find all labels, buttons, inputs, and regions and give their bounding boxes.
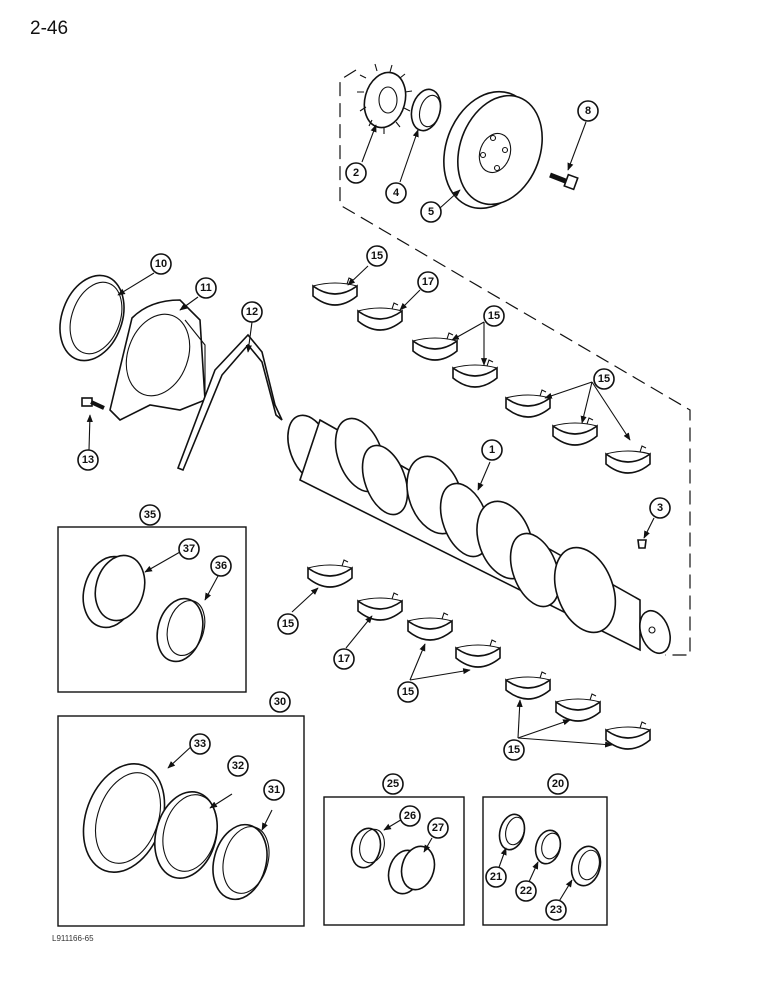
callout-26: 26 bbox=[399, 805, 421, 827]
callout-32: 32 bbox=[227, 755, 249, 777]
svg-text:10: 10 bbox=[155, 258, 167, 270]
crankshaft bbox=[287, 414, 671, 655]
svg-text:21: 21 bbox=[490, 871, 502, 883]
callout-17a: 17 bbox=[417, 271, 439, 293]
callout-15b: 15 bbox=[483, 305, 505, 327]
pulley-bolt bbox=[549, 172, 579, 191]
kit-box-20 bbox=[482, 796, 608, 926]
svg-text:15: 15 bbox=[371, 250, 383, 262]
svg-text:13: 13 bbox=[82, 454, 94, 466]
callout-17b: 17 bbox=[333, 648, 355, 670]
callout-15a: 15 bbox=[366, 245, 388, 267]
callout-1: 1 bbox=[481, 439, 503, 461]
kit-box-30 bbox=[57, 715, 305, 927]
svg-text:37: 37 bbox=[183, 543, 195, 555]
svg-text:36: 36 bbox=[215, 560, 227, 572]
callout-21: 21 bbox=[485, 866, 507, 888]
callout-25: 25 bbox=[382, 773, 404, 795]
svg-text:15: 15 bbox=[282, 618, 294, 630]
svg-text:12: 12 bbox=[246, 306, 258, 318]
callout-35: 35 bbox=[139, 504, 161, 526]
seal-32 bbox=[154, 790, 218, 880]
svg-text:15: 15 bbox=[508, 744, 520, 756]
leader-lines bbox=[86, 121, 655, 904]
group-outline bbox=[339, 69, 691, 656]
kit-box-35 bbox=[57, 526, 247, 693]
svg-text:20: 20 bbox=[552, 778, 564, 790]
seal-36 bbox=[156, 597, 206, 663]
svg-text:22: 22 bbox=[520, 885, 532, 897]
callout-15f: 15 bbox=[503, 739, 525, 761]
callout-11: 11 bbox=[195, 277, 217, 299]
front-seal bbox=[410, 88, 442, 132]
page-number: 2-46 bbox=[30, 18, 69, 39]
callout-8: 8 bbox=[577, 100, 599, 122]
callout-15e: 15 bbox=[397, 681, 419, 703]
callout-27: 27 bbox=[427, 817, 449, 839]
callout-37: 37 bbox=[178, 538, 200, 560]
sleeve-27 bbox=[387, 845, 436, 895]
callout-13: 13 bbox=[77, 449, 99, 471]
callout-36: 36 bbox=[210, 555, 232, 577]
svg-text:23: 23 bbox=[550, 904, 562, 916]
svg-text:15: 15 bbox=[402, 686, 414, 698]
callout-5: 5 bbox=[420, 201, 442, 223]
svg-text:33: 33 bbox=[194, 738, 206, 750]
seal-housing bbox=[109, 299, 206, 421]
callout-22: 22 bbox=[515, 880, 537, 902]
callout-4: 4 bbox=[385, 182, 407, 204]
svg-text:30: 30 bbox=[274, 696, 286, 708]
seal-23 bbox=[570, 845, 602, 887]
callout-20: 20 bbox=[547, 773, 569, 795]
svg-text:4: 4 bbox=[393, 187, 400, 199]
callout-12: 12 bbox=[241, 301, 263, 323]
seal-31 bbox=[212, 823, 270, 901]
svg-text:15: 15 bbox=[488, 310, 500, 322]
kit-box-25 bbox=[323, 796, 465, 926]
callout-30: 30 bbox=[269, 691, 291, 713]
seal-22 bbox=[534, 829, 562, 865]
svg-text:3: 3 bbox=[657, 502, 663, 514]
svg-text:32: 32 bbox=[232, 760, 244, 772]
callout-15c: 15 bbox=[593, 368, 615, 390]
callout-2: 2 bbox=[345, 162, 367, 184]
figure-id: L911166-65 bbox=[52, 934, 94, 943]
callout-23: 23 bbox=[545, 899, 567, 921]
housing-bolt bbox=[81, 397, 105, 410]
svg-text:27: 27 bbox=[432, 822, 444, 834]
svg-text:31: 31 bbox=[268, 784, 280, 796]
svg-text:15: 15 bbox=[598, 373, 610, 385]
callout-15d: 15 bbox=[277, 613, 299, 635]
wear-sleeve-37 bbox=[82, 554, 146, 629]
svg-text:1: 1 bbox=[489, 444, 495, 456]
svg-text:11: 11 bbox=[200, 282, 212, 294]
callout-3: 3 bbox=[649, 497, 671, 519]
svg-text:5: 5 bbox=[428, 206, 434, 218]
svg-text:2: 2 bbox=[353, 167, 359, 179]
svg-text:17: 17 bbox=[338, 653, 350, 665]
svg-text:35: 35 bbox=[144, 509, 156, 521]
sleeve-26 bbox=[350, 827, 385, 869]
svg-text:17: 17 bbox=[422, 276, 434, 288]
timing-gear bbox=[357, 63, 413, 134]
svg-text:26: 26 bbox=[404, 810, 416, 822]
callout-31: 31 bbox=[263, 779, 285, 801]
seal-21 bbox=[498, 813, 526, 851]
callout-33: 33 bbox=[189, 733, 211, 755]
svg-text:25: 25 bbox=[387, 778, 399, 790]
rear-gasket bbox=[176, 333, 283, 472]
svg-text:8: 8 bbox=[585, 105, 591, 117]
crankshaft-pulley bbox=[443, 90, 543, 210]
rear-seal bbox=[59, 274, 125, 362]
callout-10: 10 bbox=[150, 253, 172, 275]
plug bbox=[637, 539, 647, 549]
